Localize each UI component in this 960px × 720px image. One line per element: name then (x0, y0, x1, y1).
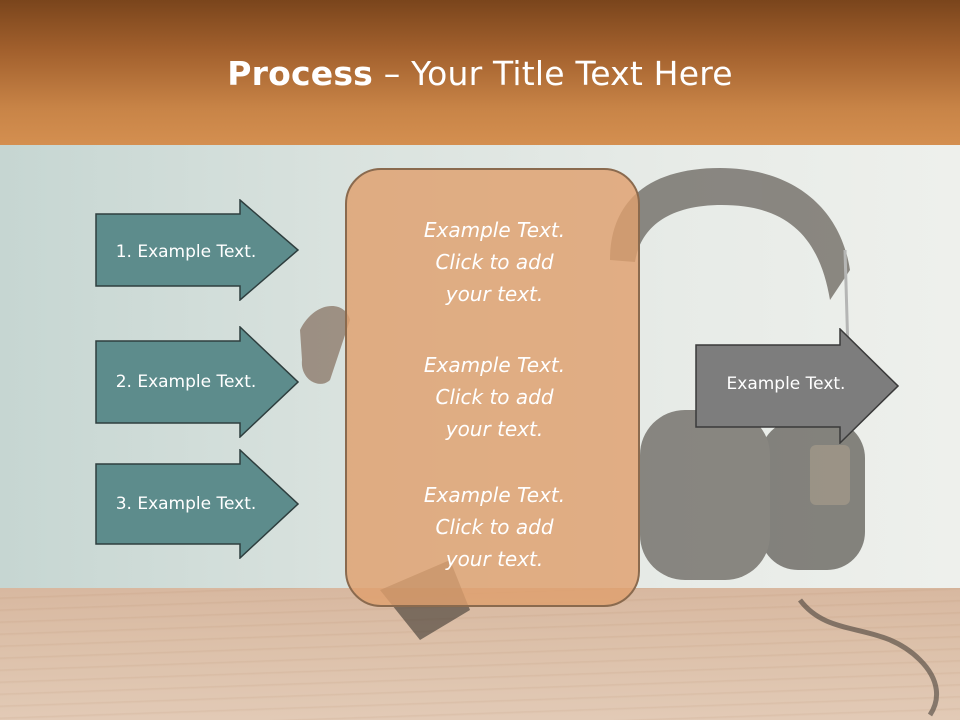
arrow-shape-icon (95, 449, 299, 559)
step-arrow-label: 2. Example Text. (115, 372, 257, 392)
text-block-1: Example Text. Click to add your text. (347, 214, 642, 310)
result-arrow[interactable]: Example Text. (695, 328, 899, 444)
block-line: Example Text. (423, 483, 566, 507)
arrow-shape-icon (695, 328, 899, 444)
slide-title[interactable]: Process – Your Title Text Here (0, 52, 960, 96)
background-table (0, 588, 960, 720)
block-line: Example Text. (423, 218, 566, 242)
result-arrow-label: Example Text. (726, 374, 846, 394)
block-line: your text. (445, 547, 544, 571)
block-line: Click to add (435, 515, 554, 539)
step-arrow-2[interactable]: 2. Example Text. (95, 326, 299, 438)
arrow-shape-icon (95, 199, 299, 301)
block-line: Example Text. (423, 353, 566, 377)
block-line: Click to add (435, 385, 554, 409)
step-arrow-1[interactable]: 1. Example Text. (95, 199, 299, 301)
title-bar: Process – Your Title Text Here (0, 0, 960, 145)
block-line: your text. (445, 417, 544, 441)
title-bold-text: Process (227, 54, 374, 93)
arrow-shape-icon (95, 326, 299, 438)
center-text-box[interactable]: Example Text. Click to add your text. Ex… (345, 168, 640, 607)
text-block-3: Example Text. Click to add your text. (347, 479, 642, 575)
step-arrow-label: 3. Example Text. (115, 494, 257, 514)
block-line: Click to add (435, 250, 554, 274)
step-arrow-3[interactable]: 3. Example Text. (95, 449, 299, 559)
step-arrow-label: 1. Example Text. (115, 242, 257, 262)
title-text: – Your Title Text Here (373, 54, 733, 93)
block-line: your text. (445, 282, 544, 306)
text-block-2: Example Text. Click to add your text. (347, 349, 642, 445)
